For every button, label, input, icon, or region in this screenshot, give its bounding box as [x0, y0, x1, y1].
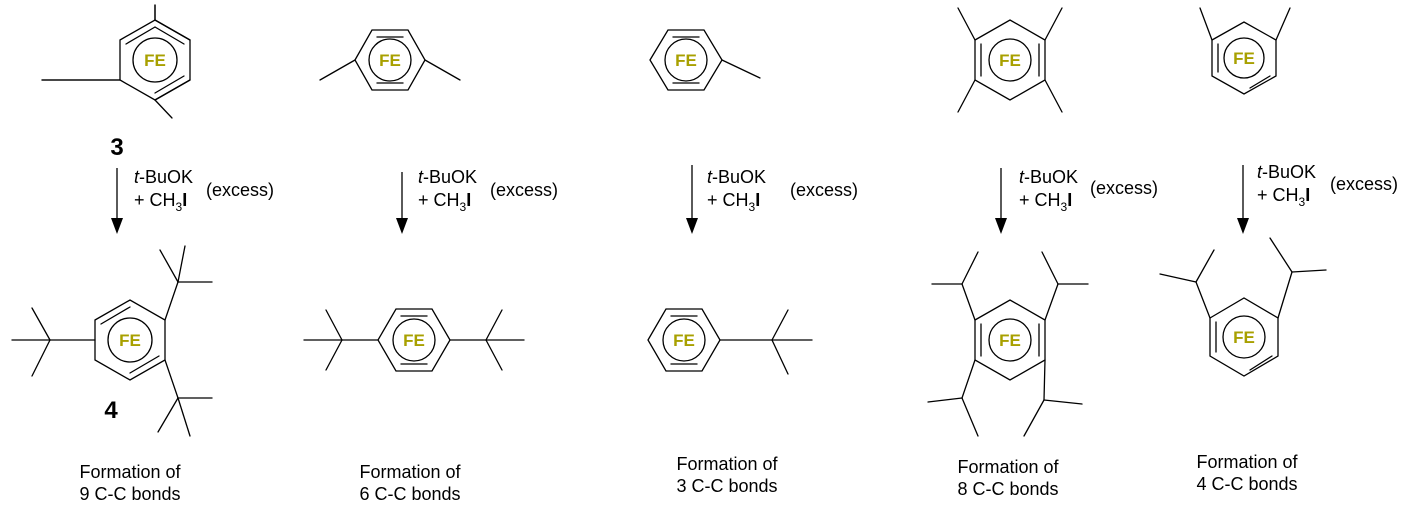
fe-label: FE — [144, 51, 166, 70]
reagent-label: t-BuOK + CH3I (excess) — [707, 167, 858, 214]
fe-label: FE — [673, 331, 695, 350]
reactant-ortho-xylene: FE — [1199, 7, 1291, 95]
fe-circle — [988, 38, 1032, 82]
product-di-tert-butylarene: FE — [303, 308, 525, 372]
fe-circle — [664, 38, 708, 82]
product-diisopropylarene: FE — [1159, 237, 1327, 377]
svg-text:t-BuOK: t-BuOK — [134, 167, 193, 187]
fe-circle — [988, 318, 1032, 362]
svg-text:t-BuOK: t-BuOK — [707, 167, 766, 187]
arrow-head — [396, 218, 408, 234]
arrow-head — [686, 218, 698, 234]
caption-line1: Formation of — [676, 454, 778, 474]
product-tert-butylbenzene: FE — [647, 308, 813, 375]
svg-text:(excess): (excess) — [1090, 178, 1158, 198]
svg-text:+ CH3I: + CH3I — [134, 190, 187, 214]
reactant-para-xylene: FE — [319, 29, 461, 91]
fe-label: FE — [675, 51, 697, 70]
fe-circle — [1223, 37, 1265, 79]
fe-label: FE — [1233, 49, 1255, 68]
fe-circle — [368, 38, 412, 82]
caption-line1: Formation of — [957, 457, 1059, 477]
reagent-label: t-BuOK + CH3I (excess) — [418, 167, 558, 214]
arrow-head — [111, 218, 123, 234]
svg-text:t-BuOK: t-BuOK — [418, 167, 477, 187]
fe-circle — [1222, 315, 1266, 359]
arrow-head — [1237, 218, 1249, 234]
svg-text:+ CH3I: + CH3I — [1019, 190, 1072, 214]
caption-line1: Formation of — [1196, 452, 1298, 472]
svg-text:(excess): (excess) — [790, 180, 858, 200]
reactant-trimethylarene: FE — [41, 4, 191, 101]
arrow-head — [995, 218, 1007, 234]
caption-line2: 3 C-C bonds — [676, 476, 777, 496]
reagent-label: t-BuOK + CH3I (excess) — [1257, 162, 1398, 209]
product-tri-tert-butylarene: FE — [11, 245, 213, 437]
caption-line1: Formation of — [359, 462, 461, 482]
svg-text:(excess): (excess) — [206, 180, 274, 200]
fe-circle — [107, 317, 153, 363]
reagent-label: t-BuOK + CH3I (excess) — [134, 167, 274, 214]
methyl-bond — [154, 99, 173, 119]
caption-line2: 6 C-C bonds — [359, 484, 460, 504]
reagent-label: t-BuOK + CH3I (excess) — [1019, 167, 1158, 214]
compound-label-3: 3 — [110, 134, 123, 161]
product-tetraisopropylarene: FE — [927, 251, 1089, 437]
compound-label-4: 4 — [104, 397, 118, 424]
benzene-ring — [1209, 297, 1279, 377]
fe-label: FE — [1233, 328, 1255, 347]
svg-text:(excess): (excess) — [1330, 174, 1398, 194]
fe-label: FE — [403, 331, 425, 350]
fe-label: FE — [379, 51, 401, 70]
reactant-toluene: FE — [649, 29, 761, 91]
svg-text:t-BuOK: t-BuOK — [1257, 162, 1316, 182]
svg-text:t-BuOK: t-BuOK — [1019, 167, 1078, 187]
fe-label: FE — [999, 331, 1021, 350]
svg-text:+ CH3I: + CH3I — [418, 190, 471, 214]
caption-line2: 8 C-C bonds — [957, 479, 1058, 499]
caption-line2: 4 C-C bonds — [1196, 474, 1297, 494]
svg-text:(excess): (excess) — [490, 180, 558, 200]
benzene-ring — [1211, 21, 1277, 95]
fe-circle — [662, 318, 706, 362]
reactant-durene: FE — [957, 7, 1063, 113]
svg-text:+ CH3I: + CH3I — [1257, 185, 1310, 209]
svg-text:+ CH3I: + CH3I — [707, 190, 760, 214]
fe-label: FE — [119, 331, 141, 350]
fe-circle — [392, 318, 436, 362]
caption-line1: Formation of — [79, 462, 181, 482]
fe-label: FE — [999, 51, 1021, 70]
fe-circle — [132, 37, 178, 83]
caption-line2: 9 C-C bonds — [79, 484, 180, 504]
